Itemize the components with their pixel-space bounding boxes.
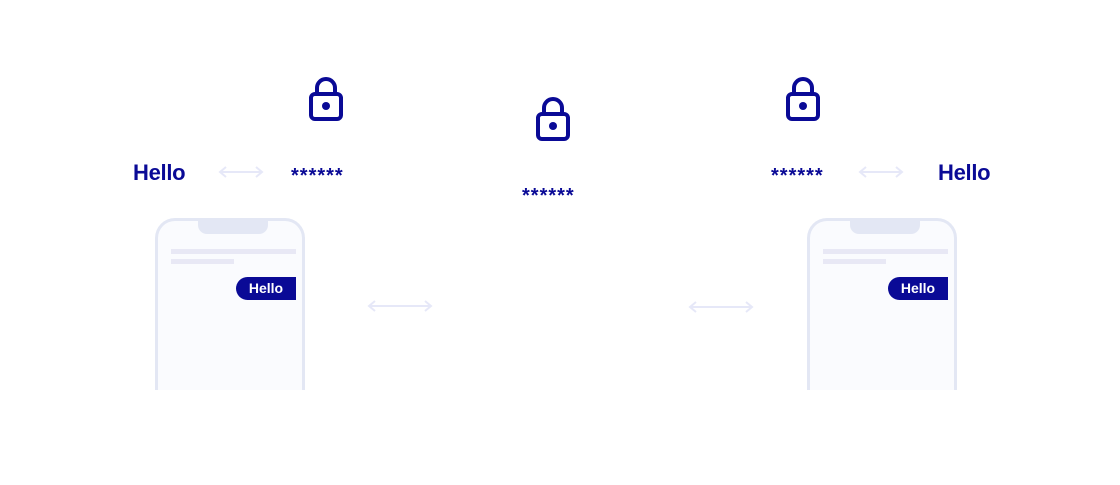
- phone-text-line: [171, 249, 296, 254]
- phone-text-line: [823, 249, 948, 254]
- phone-text-line: [171, 259, 234, 264]
- lock-icon: [786, 76, 820, 122]
- double-arrow-icon: [366, 299, 434, 313]
- left-encrypted-text: ******: [291, 165, 344, 187]
- left-plain-text: Hello: [133, 160, 186, 185]
- lock-icon: [309, 76, 343, 122]
- right-plain-text: Hello: [938, 160, 991, 185]
- message-bubble: Hello: [236, 277, 296, 300]
- phone-text-line: [823, 259, 886, 264]
- left-phone: Hello: [155, 218, 305, 390]
- phone-notch: [198, 221, 268, 234]
- message-bubble: Hello: [888, 277, 948, 300]
- right-encrypted-text: ******: [771, 165, 824, 187]
- lock-icon: [536, 96, 570, 142]
- double-arrow-icon: [687, 300, 755, 314]
- double-arrow-icon: [217, 165, 265, 179]
- right-phone: Hello: [807, 218, 957, 390]
- center-encrypted-text: ******: [522, 185, 575, 207]
- phone-notch: [850, 221, 920, 234]
- double-arrow-icon: [857, 165, 905, 179]
